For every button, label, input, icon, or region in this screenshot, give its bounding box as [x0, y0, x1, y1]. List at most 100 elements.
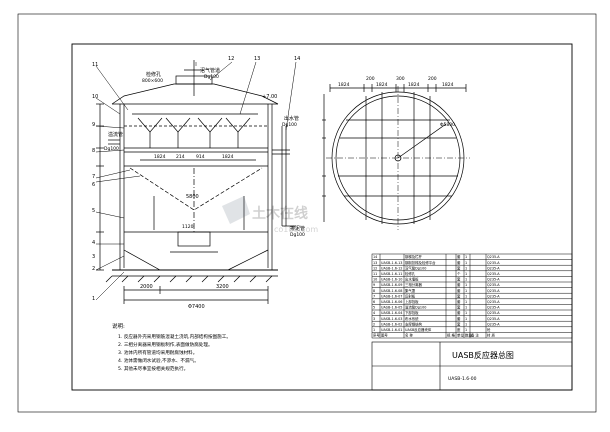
manhole-label: 检修孔: [146, 71, 161, 78]
note-1: 1. 反应器外壳采用钢筋混凝土浇筑,内部结构按图施工。: [118, 333, 231, 340]
outer-frame: [17, 13, 597, 413]
note-3: 3. 池体内所有管道均采用耐腐蚀材料。: [118, 349, 197, 356]
bom-cell: UASB-1.6-11: [381, 272, 402, 276]
outlet-label: 出水管: [284, 115, 299, 122]
bom-cell: 套: [457, 299, 461, 304]
bom-cell: 1: [465, 317, 467, 321]
bom-cell: Q235-A: [487, 266, 500, 270]
bom-cell: UASB-1.6-01: [381, 328, 402, 332]
bom-cell: Q235-A: [487, 311, 500, 315]
callout-5: 5: [92, 208, 95, 214]
bom-header-cell: 规 格: [447, 333, 455, 338]
bom-cell: 4: [373, 311, 375, 315]
bom-header-cell: 名 称: [405, 333, 413, 338]
bom-cell: Q235-A: [487, 300, 500, 304]
bom-header-cell: 数量: [465, 333, 472, 338]
bom-cell: 检修孔: [405, 271, 416, 276]
bom-header-cell: 序号: [373, 333, 380, 338]
bom-cell: UASB-1.6-07: [381, 294, 402, 298]
outlet-dn: Dg100: [282, 122, 297, 128]
bom-cell: 6: [373, 300, 375, 304]
plan-dia: Φ5800: [440, 122, 455, 128]
bom-cell: 1: [465, 278, 467, 282]
bom-cell: 1: [465, 255, 467, 259]
bom-cell: Q235-A: [487, 294, 500, 298]
drawing-number: UASB-1.6-00: [448, 376, 477, 382]
callout-9: 9: [92, 122, 95, 128]
dim-1120: 1120: [182, 224, 194, 230]
bom-cell: 1: [465, 266, 467, 270]
callout-14: 14: [294, 56, 300, 62]
bom-cell: UASB-1.6-12: [381, 266, 402, 270]
bom-cell: UASB反应器壳体: [405, 327, 432, 332]
callout-7: 7: [92, 174, 95, 180]
title-block: [371, 341, 573, 391]
callout-12: 12: [228, 56, 234, 62]
bom-cell: 1: [465, 289, 467, 293]
bom-cell: UASB-1.6-05: [381, 306, 402, 310]
bom-header-cell: 单位: [457, 333, 464, 338]
bom-cell: 三相分离器: [405, 282, 423, 287]
bom-cell: 1: [373, 328, 375, 332]
inner-frame: [71, 43, 573, 391]
callout-8: 8: [92, 148, 95, 154]
bom-cell: 座: [457, 327, 461, 332]
bom-cell: UASB-1.6-06: [381, 300, 402, 304]
bom-cell: 1: [465, 261, 467, 265]
bom-cell: Q235-A: [487, 283, 500, 287]
bom-cell: 1: [465, 283, 467, 287]
bom-cell: 套: [457, 277, 461, 282]
bom-cell: UASB-1.6-08: [381, 289, 402, 293]
dim-2000: 2000: [140, 284, 153, 290]
bom-cell: 集气罩: [405, 288, 416, 293]
elevation-labels: 检修孔 800×600 沼气管道 Dg100 溢流管 Dg100 出水管 Dg1…: [104, 67, 305, 310]
plan-dim-5: 1824: [408, 82, 420, 88]
dim-5800: 5800: [186, 194, 199, 200]
callout-leaders: [95, 61, 297, 301]
callout-13: 13: [254, 56, 260, 62]
plan-dim-4: 300: [396, 76, 405, 82]
bom-cell: 8: [373, 289, 375, 293]
dim-214: 214: [176, 154, 185, 160]
bom-cell: 12: [373, 266, 377, 270]
bom-cell: 2: [373, 322, 375, 326]
bom-cell: 套: [457, 288, 461, 293]
plan-view: [322, 84, 470, 230]
dim-1824a: 1824: [154, 154, 166, 160]
callout-11: 11: [92, 62, 98, 68]
plan-dim-1: 1824: [338, 82, 350, 88]
bom-cell: UASB-1.6-04: [381, 311, 402, 315]
watermark-sub: co188.com: [274, 225, 318, 234]
bom-cell: Q235-A: [487, 317, 500, 321]
bom-cell: 沼气管Dg100: [405, 265, 426, 270]
notes-heading: 说明:: [112, 322, 125, 330]
bom-header-cell: 备 注: [471, 333, 479, 338]
bom-table: [371, 253, 573, 339]
bom-cell: Q235-A: [487, 272, 500, 276]
bom-cell: Q235-A: [487, 255, 500, 259]
bom-cell: 1: [465, 300, 467, 304]
manhole-size: 800×600: [142, 78, 163, 84]
bom-cell: UASB-1.6-03: [381, 317, 402, 321]
overflow-dn: Dg100: [104, 146, 119, 152]
overflow-label: 溢流管: [108, 131, 123, 138]
elevation-view: [96, 60, 296, 304]
bom-cell: 1: [465, 311, 467, 315]
callout-3: 3: [92, 254, 95, 260]
bom-header-cell: 图号: [381, 333, 388, 338]
bom-cell: Q235-A: [487, 261, 500, 265]
watermark-text: 土木在线: [252, 205, 308, 222]
bom-cell: 支撑钢结构: [405, 321, 423, 326]
bom-cell: 套: [457, 265, 461, 270]
bom-cell: 1: [465, 272, 467, 276]
bom-cell: 5: [373, 306, 375, 310]
bom-cell: 13: [373, 261, 377, 265]
note-2: 2. 三相分离器采用钢板制作,表面做防腐处理。: [118, 341, 213, 348]
dim-914: 914: [196, 154, 205, 160]
bom-cell: 套: [457, 260, 461, 265]
bom-cell: Q235-A: [487, 289, 500, 293]
bom-cell: 11: [373, 272, 377, 276]
bom-cell: 套: [457, 254, 461, 259]
bom-cell: 1: [465, 328, 467, 332]
